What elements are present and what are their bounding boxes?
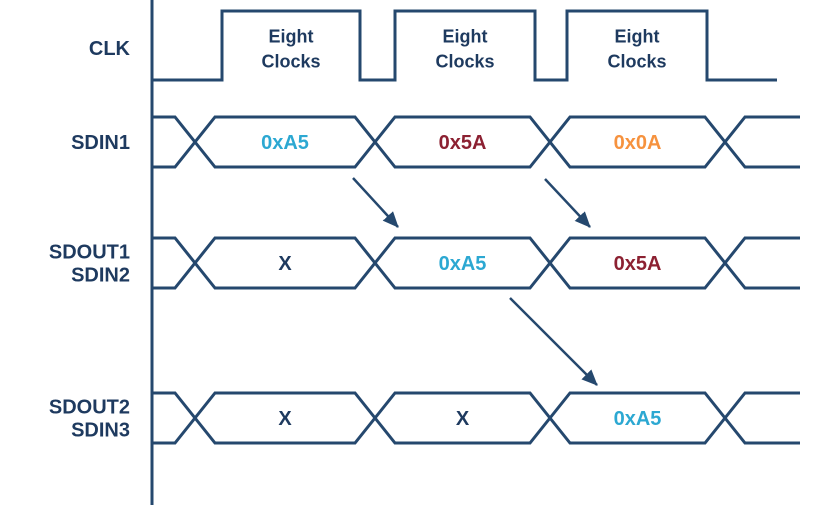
clk-pulse-label-1: Clocks (435, 51, 494, 71)
clk-pulse-label-0: Eight (269, 26, 314, 46)
signal-label-sdin1: SDIN1 (71, 132, 130, 154)
bus-value-0-1: 0x5A (439, 132, 487, 154)
signal-label-sdout2-sdin3: SDOUT2 (49, 397, 130, 419)
signal-label-sdout1-sdin2: SDOUT1 (49, 242, 130, 264)
bus-value-1-2: 0x5A (614, 253, 662, 275)
bus-value-2-0: X (278, 408, 292, 430)
data-shift-arrow-1 (544, 178, 591, 228)
clk-pulse-label-0: Clocks (261, 51, 320, 71)
bus-value-1-1: 0xA5 (439, 253, 487, 275)
clk-waveform (152, 9, 777, 82)
clk-pulse-label-2: Clocks (607, 51, 666, 71)
bus-row-2-outline-0 (152, 391, 800, 445)
bus-value-0-2: 0x0A (614, 132, 662, 154)
data-shift-arrow-2 (509, 297, 598, 386)
bus-value-0-0: 0xA5 (261, 132, 309, 154)
signal-label-sdout2-sdin3: SDIN3 (71, 420, 130, 442)
bus-row-2-outline-1 (152, 391, 800, 445)
bus-value-2-1: X (456, 408, 470, 430)
bus-row-1-outline-1 (152, 236, 800, 290)
bus-row-0-outline-1 (152, 115, 800, 169)
signal-label-clk: CLK (89, 38, 131, 60)
data-shift-arrow-0 (352, 177, 399, 228)
bus-value-2-2: 0xA5 (614, 408, 662, 430)
signal-label-sdout1-sdin2: SDIN2 (71, 265, 130, 287)
clk-pulse-label-2: Eight (615, 26, 660, 46)
clk-pulse-label-1: Eight (443, 26, 488, 46)
bus-value-1-0: X (278, 253, 292, 275)
